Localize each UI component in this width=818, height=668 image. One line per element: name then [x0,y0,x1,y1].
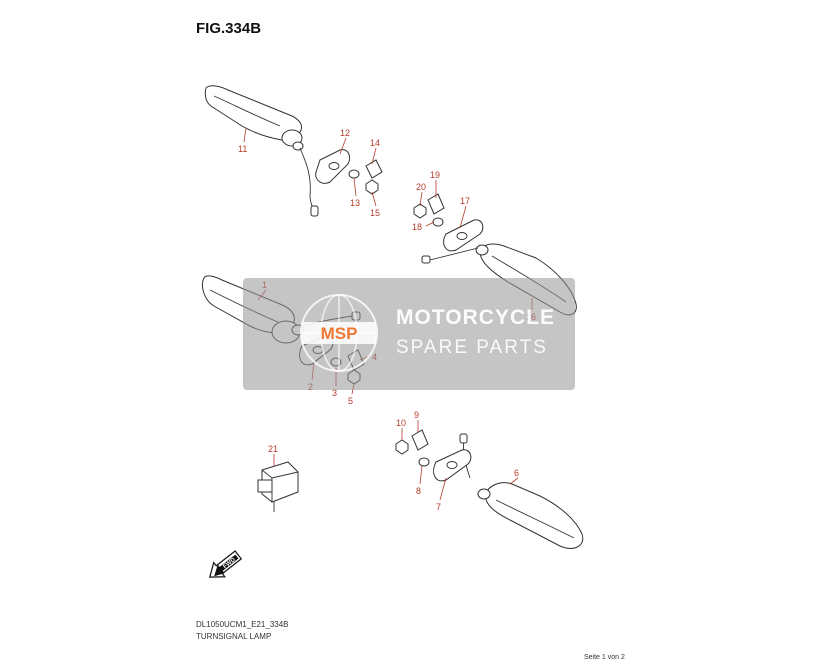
callout-8: 8 [416,486,421,496]
callout-20: 20 [416,182,426,192]
callout-14: 14 [370,138,380,148]
callout-7: 7 [436,502,441,512]
callout-18: 18 [412,222,422,232]
diagram-name: TURNSIGNAL LAMP [196,632,272,641]
callout-6: 6 [514,468,519,478]
callout-9: 9 [414,410,419,420]
callout-17: 17 [460,196,470,206]
watermark-line-2: SPARE PARTS [396,337,548,358]
callout-12: 12 [340,128,350,138]
part-21-relay[interactable] [257,461,299,512]
watermark-line-1: MOTORCYCLE [396,306,555,329]
page-indicator: Seite 1 von 2 [584,654,625,661]
callout-19: 19 [430,170,440,180]
part-8-washer[interactable] [418,457,430,467]
callout-15: 15 [370,208,380,218]
callout-11: 11 [238,144,247,154]
part-10-nut[interactable] [395,439,409,455]
callout-5: 5 [348,396,353,406]
diagram-code: DL1050UCM1_E21_334B [196,620,289,629]
part-13-washer[interactable] [348,169,360,179]
part-6-turn-signal[interactable] [459,433,584,549]
fwd-arrow-icon: FWD [209,550,243,578]
figure-title: FIG.334B [196,20,262,37]
part-11-turn-signal[interactable] [204,85,319,217]
callout-21: 21 [268,444,278,454]
part-19-clip[interactable] [427,193,445,215]
part-12-bracket[interactable] [315,149,351,184]
part-20-nut[interactable] [413,203,427,219]
part-9-clip[interactable] [411,429,429,451]
globe-logo-icon: MSP [300,294,378,372]
watermark-logo-text: MSP [321,324,358,343]
part-7-bracket[interactable] [433,449,472,482]
part-15-nut[interactable] [365,179,379,195]
part-17-bracket[interactable] [443,219,484,252]
part-18-washer[interactable] [432,217,444,227]
callout-13: 13 [350,198,360,208]
part-14-clip[interactable] [365,159,383,179]
callout-10: 10 [396,418,406,428]
watermark-banner: MSP MOTORCYCLE SPARE PARTS [243,278,575,390]
callout-3: 3 [332,388,337,398]
